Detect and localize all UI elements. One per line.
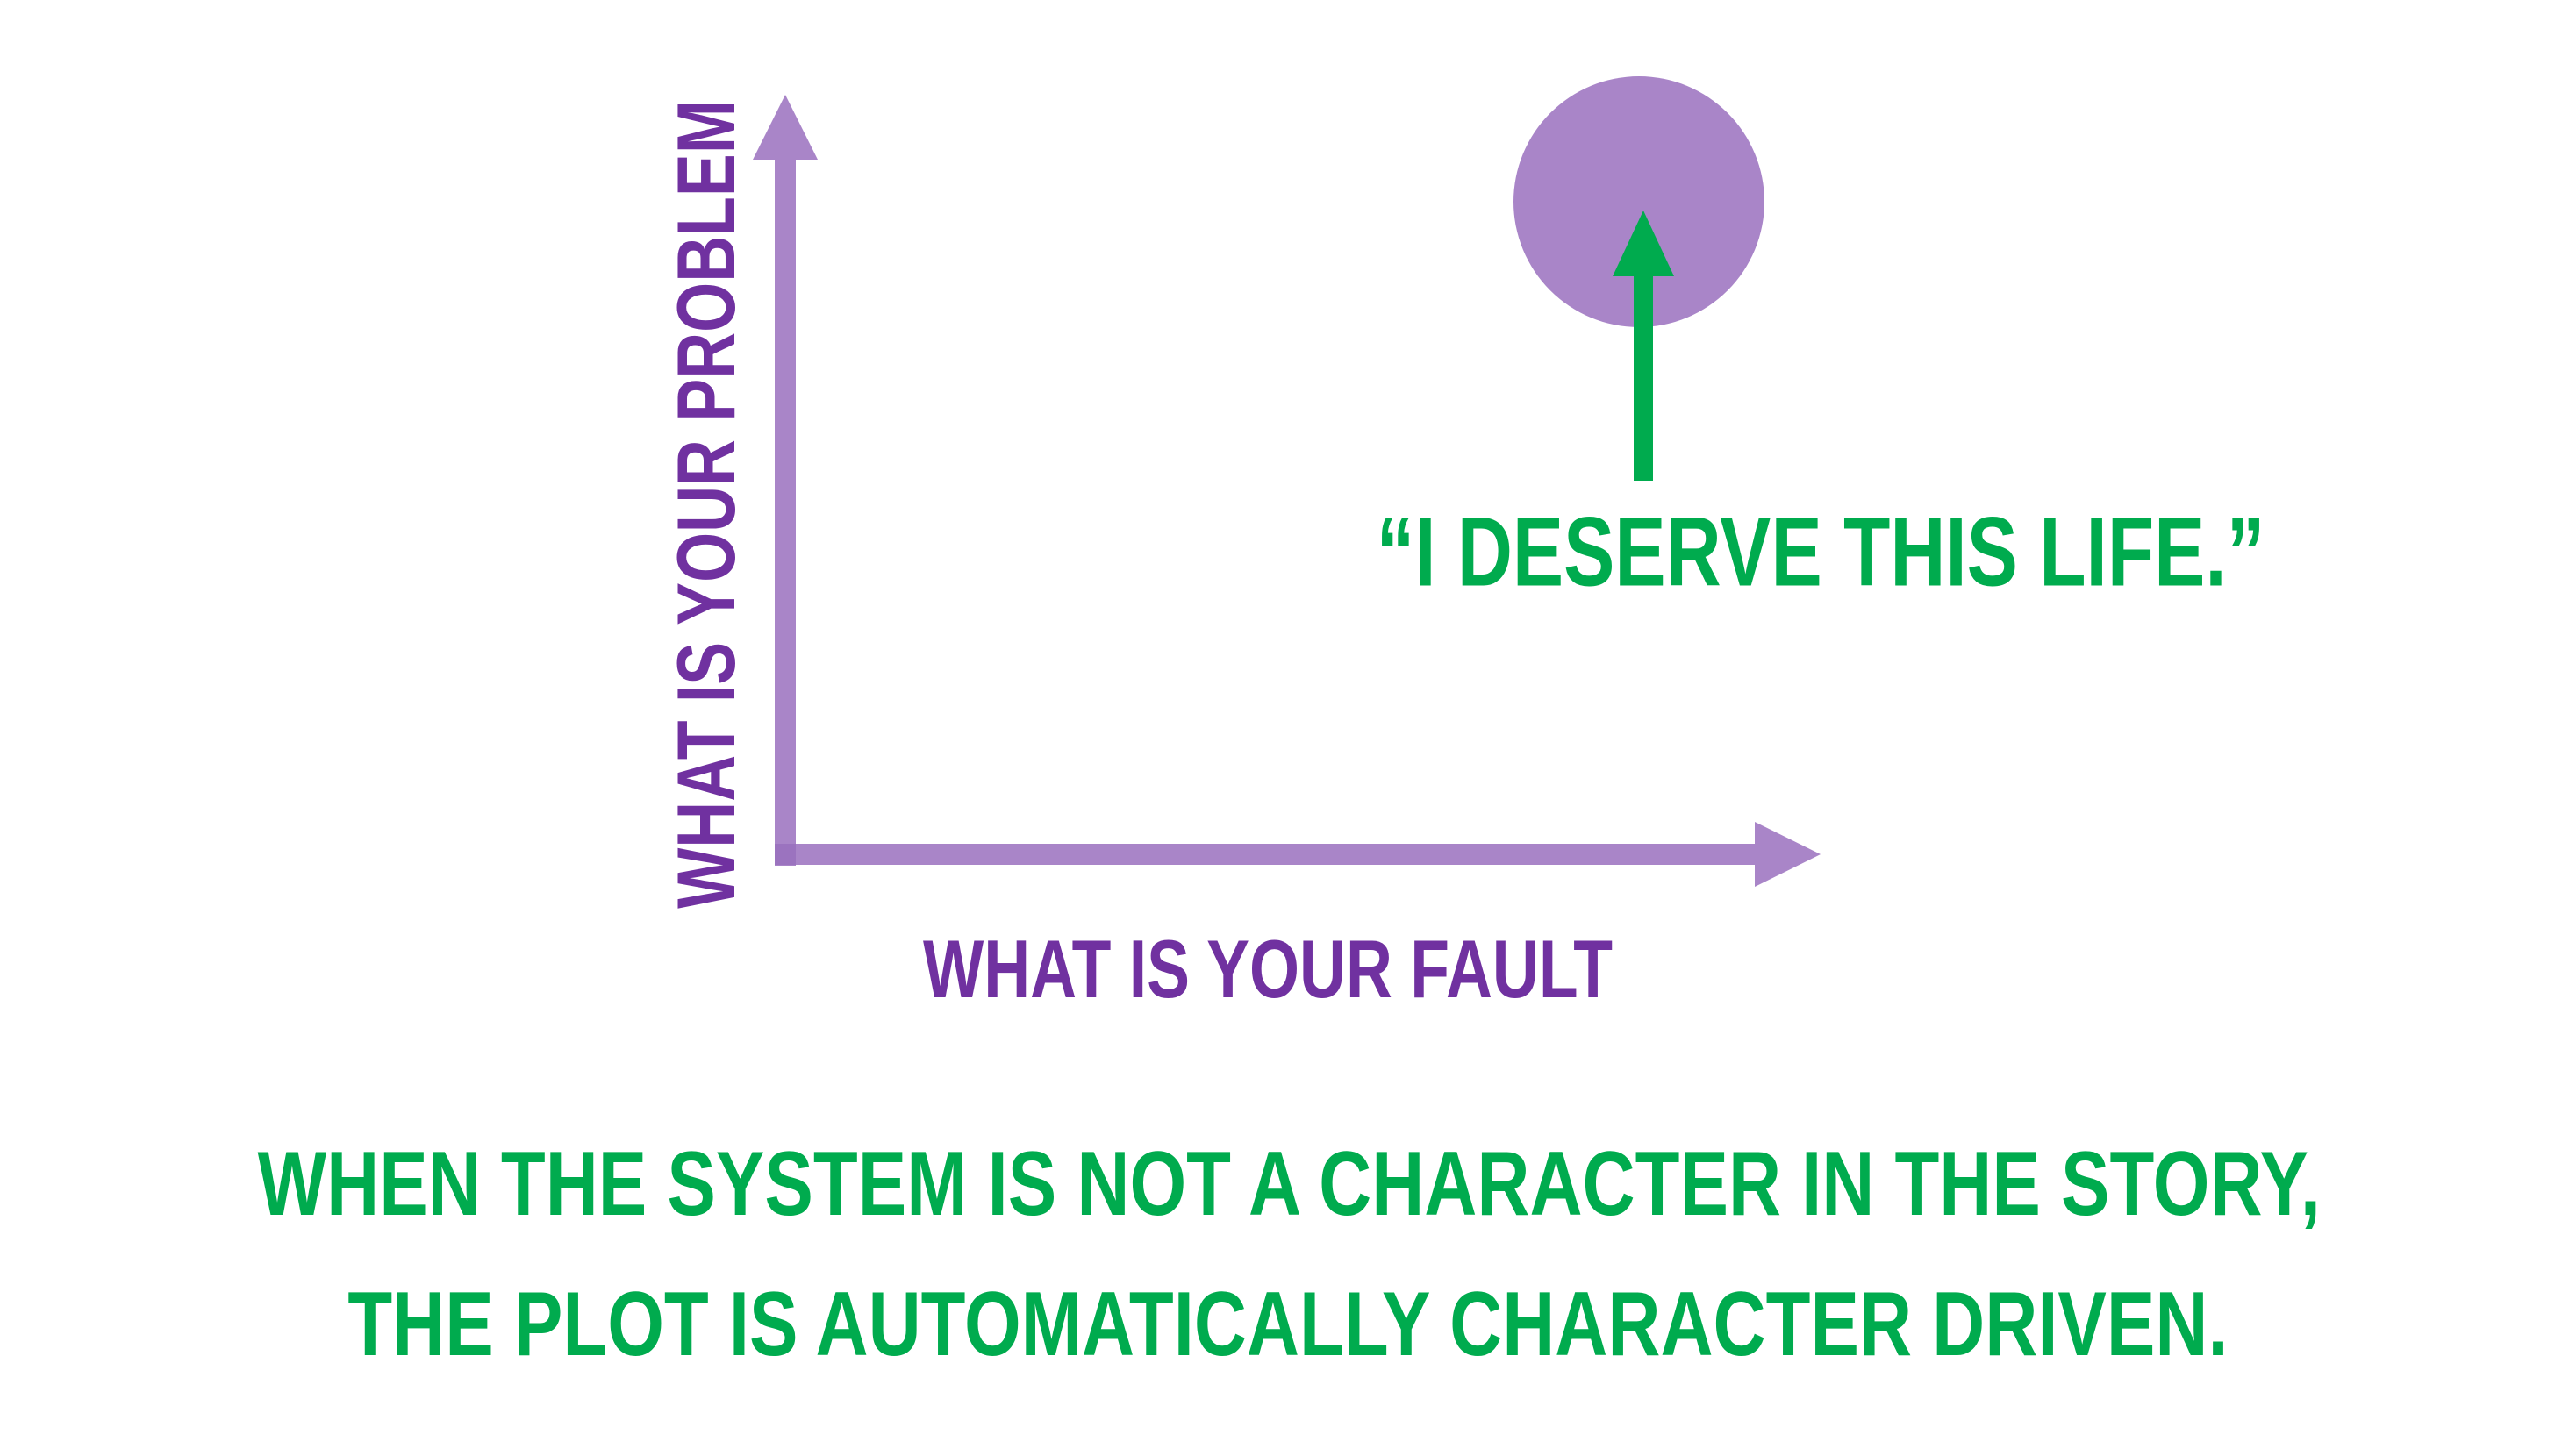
caption: WHEN THE SYSTEM IS NOT A CHARACTER IN TH… (257, 1114, 2321, 1395)
marker-arrow-shaft (1634, 268, 1653, 481)
y-axis-line (775, 153, 796, 866)
axes-origin (775, 844, 796, 865)
x-axis-arrowhead (1755, 822, 1821, 887)
x-axis (775, 822, 1821, 887)
x-axis-label: WHAT IS YOUR FAULT (923, 923, 1613, 1015)
y-axis-label: WHAT IS YOUR PROBLEM (660, 100, 752, 909)
marker-arrow (1613, 211, 1674, 481)
caption-line-2: THE PLOT IS AUTOMATICALLY CHARACTER DRIV… (347, 1274, 2229, 1375)
marker-circle (1513, 76, 1764, 327)
caption-line-1: WHEN THE SYSTEM IS NOT A CHARACTER IN TH… (257, 1133, 2321, 1235)
marker-quote: “I DESERVE THIS LIFE.” (1377, 497, 2265, 607)
x-axis-line (775, 844, 1766, 865)
y-axis (753, 95, 818, 866)
marker-arrow-head (1613, 211, 1674, 276)
y-axis-arrowhead (753, 95, 818, 160)
